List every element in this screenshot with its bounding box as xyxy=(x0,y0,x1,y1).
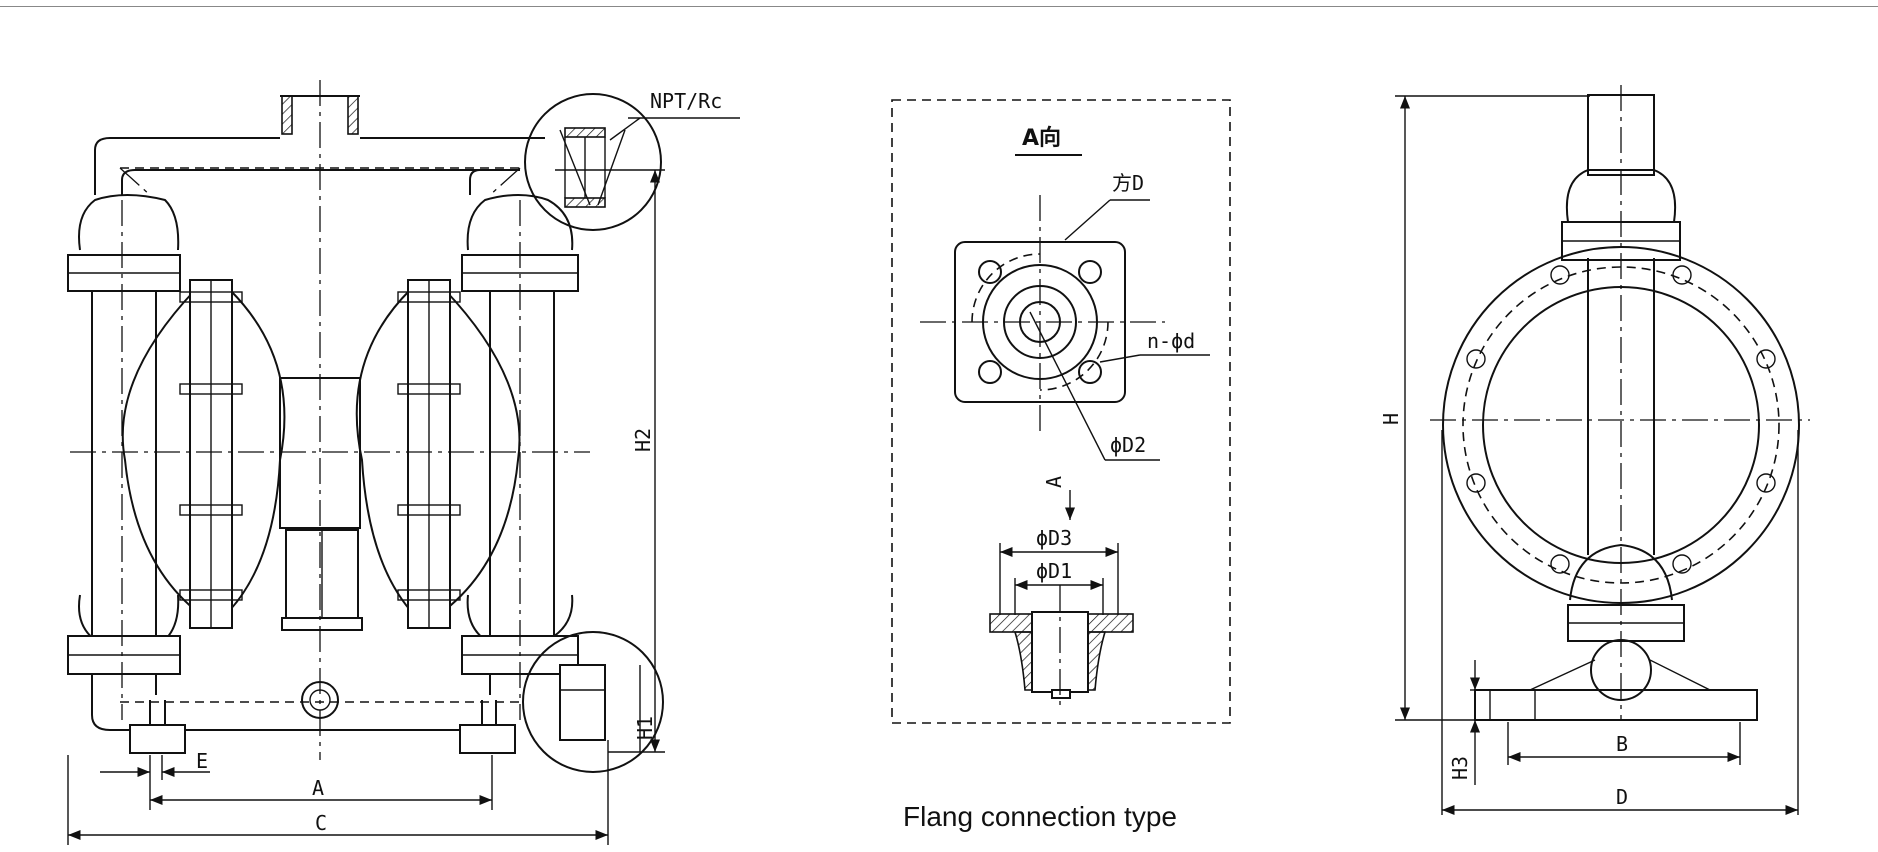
label-a-arrow: A xyxy=(1042,476,1066,488)
label-dim-e: E xyxy=(196,749,208,773)
side-view xyxy=(1395,85,1810,816)
label-a-view: A向 xyxy=(1022,125,1061,151)
front-view xyxy=(67,80,740,845)
label-dim-b: B xyxy=(1616,732,1628,756)
top-rule xyxy=(0,6,1878,7)
label-npt: NPT/Rc xyxy=(650,89,722,113)
label-dim-c: C xyxy=(315,811,327,835)
caption: Flang connection type xyxy=(903,801,1177,832)
label-dim-h2: H2 xyxy=(631,428,655,452)
label-d3: ϕD3 xyxy=(1036,526,1072,550)
label-dim-a: A xyxy=(312,776,324,800)
label-dim-h1: H1 xyxy=(633,716,657,740)
label-holes: n-ϕd xyxy=(1147,329,1195,353)
label-square-d: 方D xyxy=(1112,171,1144,195)
label-dim-d: D xyxy=(1616,785,1628,809)
a-view-box xyxy=(891,99,1231,724)
label-d2: ϕD2 xyxy=(1110,433,1146,457)
label-dim-h: H xyxy=(1379,413,1403,425)
label-d1: ϕD1 xyxy=(1036,559,1072,583)
label-dim-h3: H3 xyxy=(1448,756,1472,780)
